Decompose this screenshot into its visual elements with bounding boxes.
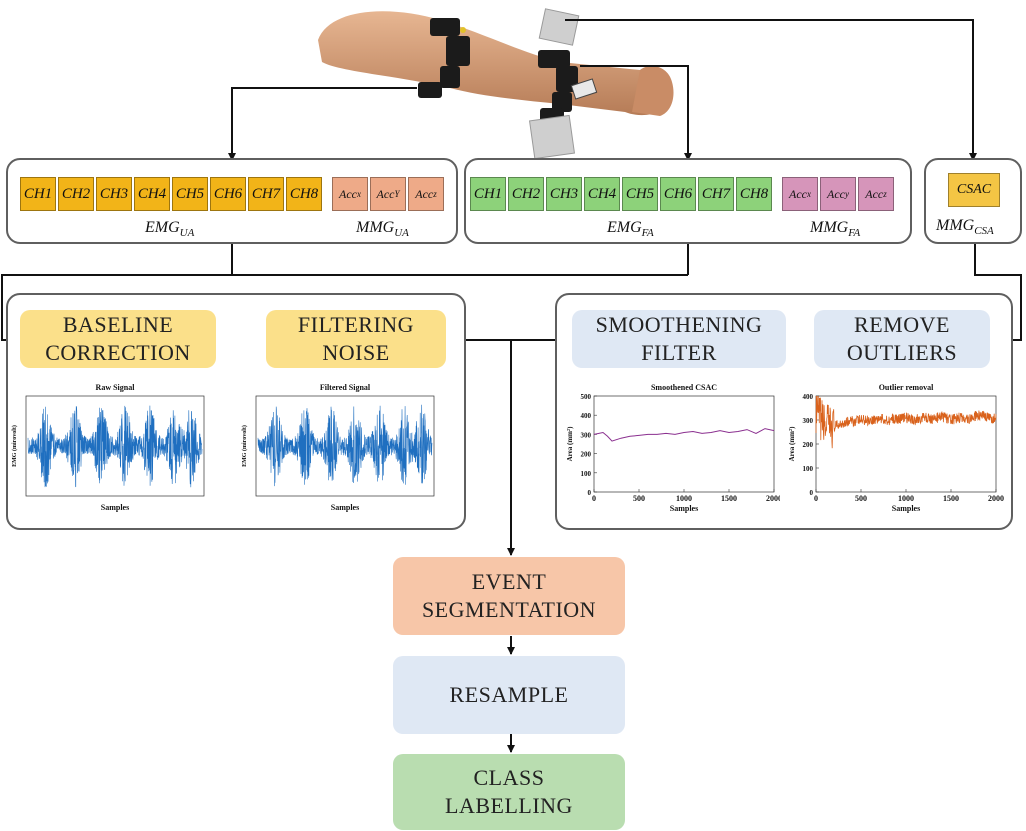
remove-outliers-step: REMOVE OUTLIERS [814, 310, 990, 368]
y-tick-label: 500 [581, 393, 592, 401]
mmg-ua-label: MMGUA [356, 219, 409, 240]
ua-channel-1: CH1 [20, 177, 56, 211]
y-axis-label: EMG (mirovolt) [241, 425, 248, 467]
y-axis-label: EMG (mirovolt) [11, 425, 18, 467]
fa-channel-2: CH2 [508, 177, 544, 211]
arm-illustration [318, 11, 674, 116]
csac-cell: CSAC [948, 173, 1000, 207]
y-tick-label: 0 [810, 489, 814, 497]
x-tick-label: 1500 [943, 494, 959, 503]
mmg-csa-label: MMGCSA [936, 217, 994, 238]
fa-channel-4: CH4 [584, 177, 620, 211]
ua-channel-2: CH2 [58, 177, 94, 211]
ua-channel-8: CH8 [286, 177, 322, 211]
ua-channel-5: CH5 [172, 177, 208, 211]
class-labelling-step: CLASS LABELLING [393, 754, 625, 830]
y-tick-label: 300 [581, 431, 592, 439]
y-tick-label: 0 [588, 489, 592, 497]
x-axis-label: Samples [101, 503, 129, 512]
fa-row-gap [774, 177, 782, 211]
x-tick-label: 2000 [988, 494, 1004, 503]
fa-channel-6: CH6 [660, 177, 696, 211]
y-axis-label: Area (mm²) [566, 426, 574, 461]
y-tick-label: 100 [803, 465, 814, 473]
mmg-fa-label: MMGFA [810, 219, 861, 240]
fa-channel-7: CH7 [698, 177, 734, 211]
x-tick-label: 500 [633, 494, 645, 503]
x-tick-label: 0 [592, 494, 596, 503]
y-tick-label: 300 [803, 417, 814, 425]
y-tick-label: 200 [581, 451, 592, 459]
smoothened-csac-chart: Smoothened CSAC 0 500 1000 1500 2000 0 100 200 30… [566, 383, 780, 513]
ua-channel-6: CH6 [210, 177, 246, 211]
resample-step: RESAMPLE [393, 656, 625, 734]
fa-channel-1: CH1 [470, 177, 506, 211]
x-axis-label: Samples [670, 504, 698, 513]
smoothening-filter-step: SMOOTHENING FILTER [572, 310, 786, 368]
plot-frame [593, 395, 775, 493]
upper-arm-sensor-band [418, 18, 470, 98]
x-tick-label: 0 [814, 494, 818, 503]
x-tick-label: 1000 [898, 494, 914, 503]
ua-channel-4: CH4 [134, 177, 170, 211]
plot-frame [815, 395, 997, 493]
y-tick-label: 400 [803, 393, 814, 401]
emg-ua-label: EMGUA [145, 219, 195, 240]
ua-row-gap [324, 177, 332, 211]
chart-title: Raw Signal [96, 383, 136, 392]
ultrasound-probe [528, 8, 580, 160]
fa-channel-8: CH8 [736, 177, 772, 211]
fa-channel-5: CH5 [622, 177, 658, 211]
x-tick-label: 2000 [766, 494, 780, 503]
ua-channel-3: CH3 [96, 177, 132, 211]
x-axis-label: Samples [331, 503, 359, 512]
chart-title: Smoothened CSAC [651, 383, 717, 392]
filtering-noise-step: FILTERING NOISE [266, 310, 446, 368]
fa-channel-3: CH3 [546, 177, 582, 211]
chart-title: Filtered Signal [320, 383, 371, 392]
ua-channel-7: CH7 [248, 177, 284, 211]
event-segmentation-step: EVENT SEGMENTATION [393, 557, 625, 635]
y-axis-label: Area (mm²) [788, 426, 796, 461]
plot-frame [255, 395, 435, 497]
emg-trace [27, 405, 203, 488]
series-line [593, 428, 775, 442]
emg-fa-label: EMGFA [607, 219, 654, 240]
x-tick-label: 1000 [676, 494, 692, 503]
series-line [815, 395, 997, 449]
chart-title: Outlier removal [879, 383, 934, 392]
y-tick-label: 200 [803, 441, 814, 449]
x-axis-label: Samples [892, 504, 920, 513]
outlier-removal-chart: Outlier removal 0 500 1000 1500 2000 0 100 200 30… [788, 383, 1004, 513]
x-tick-label: 1500 [721, 494, 737, 503]
baseline-correction-step: BASELINE CORRECTION [20, 310, 216, 368]
x-tick-label: 500 [855, 494, 867, 503]
y-tick-label: 400 [581, 412, 592, 420]
emg-trace [257, 404, 433, 487]
y-tick-label: 100 [581, 470, 592, 478]
